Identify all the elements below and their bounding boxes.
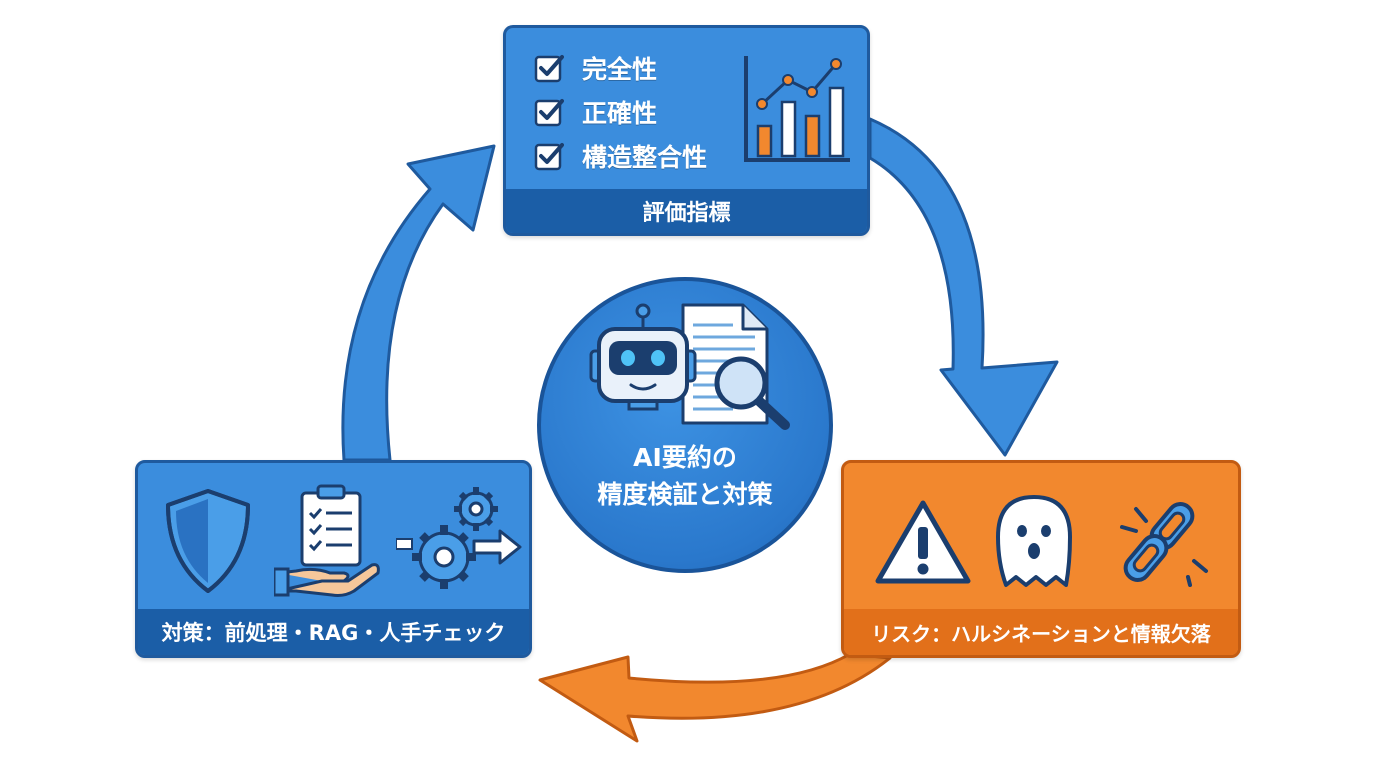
arrow-measures-to-metrics: [341, 144, 496, 462]
center-title: AI要約の 精度検証と対策: [541, 439, 829, 513]
shield-icon: [166, 489, 250, 593]
arrow-risk-to-measures: [538, 652, 892, 743]
metrics-panel: 完全性 正確性 構造整合性 評: [503, 25, 870, 236]
broken-chain-icon: [1120, 502, 1208, 587]
arrow-metrics-to-risk: [868, 117, 1059, 457]
clipboard-checklist-hand-icon: [274, 484, 380, 597]
risk-panel: リスク：ハルシネーションと情報欠落: [841, 460, 1241, 658]
metrics-footer: 評価指標: [506, 189, 867, 233]
risk-footer: リスク：ハルシネーションと情報欠落: [844, 609, 1238, 655]
check-label: 正確性: [582, 99, 658, 128]
check-item-structure: 構造整合性: [534, 138, 707, 174]
warning-icon: [875, 500, 971, 584]
center-title-line1: AI要約の: [633, 443, 737, 472]
check-item-completeness: 完全性: [534, 50, 657, 86]
robot-icon: [589, 303, 697, 411]
check-label: 完全性: [582, 55, 658, 84]
checkbox-icon: [534, 99, 564, 127]
magnifier-icon: [714, 356, 790, 430]
center-title-line2: 精度検証と対策: [597, 480, 773, 509]
check-label: 構造整合性: [582, 143, 708, 172]
measures-panel: 対策：前処理・RAG・人手チェック: [135, 460, 532, 658]
gears-arrow-icon: [396, 487, 522, 589]
ai-robot-document-icon: [589, 303, 790, 430]
checkbox-icon: [534, 55, 564, 83]
bar-line-chart-icon: [744, 56, 850, 162]
measures-footer: 対策：前処理・RAG・人手チェック: [138, 609, 529, 655]
checkbox-icon: [534, 143, 564, 171]
ghost-icon: [996, 495, 1072, 587]
center-hub: AI要約の 精度検証と対策: [537, 277, 833, 573]
check-item-accuracy: 正確性: [534, 94, 657, 130]
